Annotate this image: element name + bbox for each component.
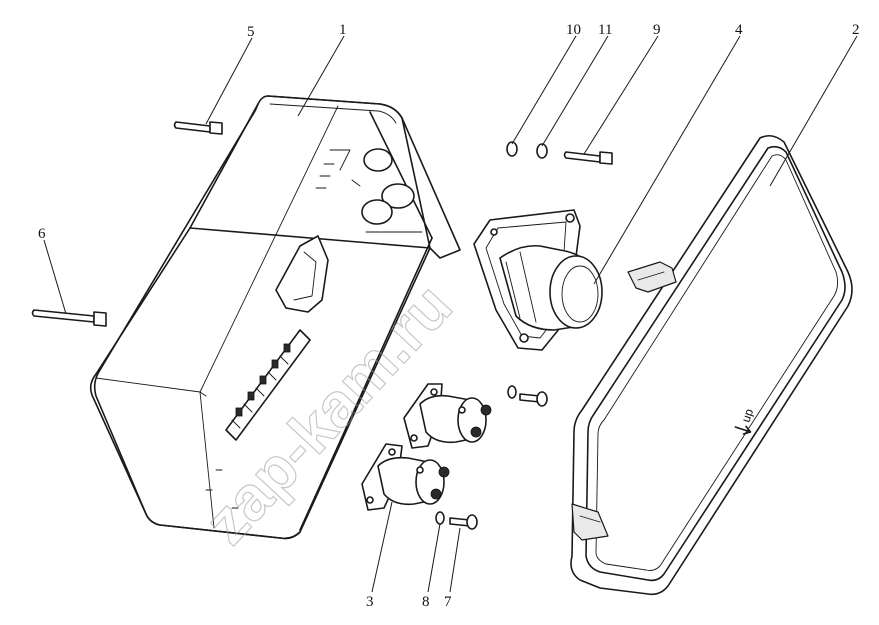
- callout-3: 3: [366, 594, 374, 610]
- housing-box: [89, 95, 461, 540]
- solenoid-relay-lower: [361, 443, 450, 511]
- main-contactor: [473, 209, 603, 351]
- cover-marking-text: up: [739, 407, 757, 424]
- callout-5: 5: [247, 24, 255, 40]
- callout-10: 10: [566, 22, 581, 38]
- callout-11: 11: [598, 22, 612, 38]
- bolt-5: [173, 121, 223, 135]
- screw-7: [449, 514, 478, 530]
- callout-8: 8: [422, 594, 430, 610]
- leader-lines: [43, 35, 858, 593]
- up-arrow-marking: up: [734, 407, 757, 435]
- cover-lid: up: [570, 134, 853, 596]
- washer-8: [435, 511, 445, 525]
- screw-upper: [507, 385, 548, 407]
- solenoid-relay-upper: [403, 383, 492, 449]
- callout-2: 2: [852, 22, 860, 38]
- callout-7: 7: [444, 594, 452, 610]
- callout-6: 6: [38, 226, 46, 242]
- callout-1: 1: [339, 22, 347, 38]
- callout-4: 4: [735, 22, 743, 38]
- terminal-strip: [225, 329, 311, 441]
- washer-10: [506, 141, 518, 157]
- washer-11: [536, 143, 548, 159]
- bolt-9: [563, 151, 613, 165]
- callout-9: 9: [653, 22, 661, 38]
- callout-numbers: 1 2 3 4 5 6 7 8 9 10 11: [38, 22, 860, 610]
- bolt-6: [31, 309, 107, 327]
